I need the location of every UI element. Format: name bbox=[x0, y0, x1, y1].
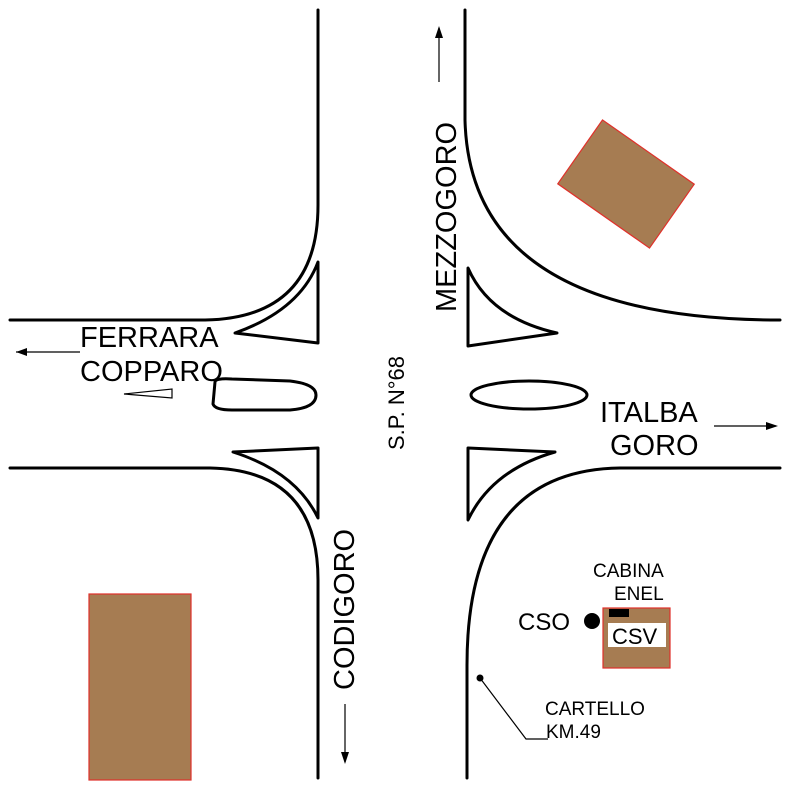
cso-point bbox=[584, 613, 600, 629]
csv-label-box bbox=[608, 623, 666, 647]
island-oval-east bbox=[469, 379, 589, 411]
label-italba: ITALBA bbox=[600, 397, 698, 429]
label-cso: CSO bbox=[518, 609, 570, 636]
csv-marker-bar bbox=[609, 609, 629, 617]
road-edge-southeast bbox=[465, 466, 782, 780]
label-cartello: CARTELLO bbox=[545, 699, 645, 720]
label-goro: GORO bbox=[610, 430, 699, 462]
arrow-south-head bbox=[341, 752, 349, 764]
arrow-east-head bbox=[766, 422, 778, 430]
label-copparo: COPPARO bbox=[80, 356, 223, 388]
label-csv: CSV bbox=[612, 624, 658, 649]
road-edge-southwest bbox=[8, 466, 320, 780]
label-road-name: S.P. N°68 bbox=[384, 356, 409, 450]
label-cabina: CABINA bbox=[593, 561, 664, 582]
label-mezzogoro: MEZZOGORO bbox=[431, 122, 463, 312]
label-km: KM.49 bbox=[546, 722, 601, 743]
buildings bbox=[88, 119, 696, 781]
arrow-north-head bbox=[435, 26, 443, 38]
traffic-islands bbox=[123, 260, 589, 522]
road-edge-northwest bbox=[8, 8, 320, 322]
building-southwest bbox=[88, 593, 192, 781]
label-codigoro: CODIGORO bbox=[329, 529, 361, 690]
island-triangle-northeast bbox=[466, 266, 559, 348]
arrow-west-head bbox=[16, 348, 27, 356]
sign-leader bbox=[476, 674, 548, 740]
label-ferrara: FERRARA bbox=[80, 322, 219, 354]
road-edge-northeast bbox=[463, 8, 782, 322]
map-labels: FERRARA COPPARO MEZZOGORO S.P. N°68 ITAL… bbox=[80, 122, 699, 743]
island-triangle-southeast bbox=[466, 446, 557, 522]
building-northeast bbox=[556, 119, 696, 249]
island-oval-west bbox=[211, 377, 318, 412]
island-triangle-northwest bbox=[233, 260, 320, 345]
sign-leader-line bbox=[479, 677, 548, 740]
island-triangle-southwest bbox=[231, 446, 320, 520]
island-wedge-west bbox=[123, 388, 173, 399]
label-enel: ENEL bbox=[614, 584, 664, 605]
direction-arrows bbox=[16, 26, 778, 764]
road-edges bbox=[8, 8, 782, 780]
